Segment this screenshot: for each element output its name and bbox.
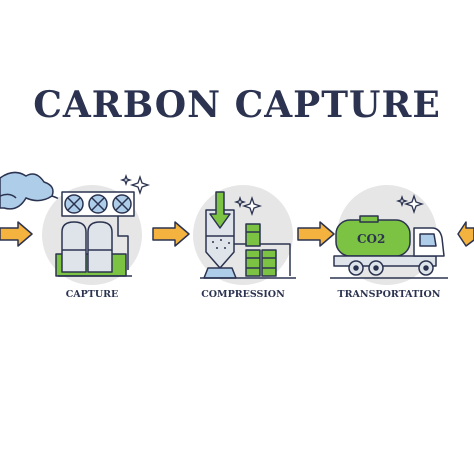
truck-tank-label: CO2 [357,232,385,246]
step-label-compression: COMPRESSION [201,289,285,300]
sparkle-icon [395,193,425,215]
diagram-title: CARBON CAPTURE [33,84,441,126]
arrow-icon [152,221,190,247]
sparkle-icon [233,195,263,217]
compression-plant-icon [200,191,296,279]
arrow-icon [0,221,33,247]
co2-truck-icon [330,215,448,279]
step-label-transportation: TRANSPORTATION [337,289,441,300]
arrow-icon [297,221,335,247]
capture-plant-icon [55,191,135,277]
exhaust-cloud-icon [0,171,61,210]
sparkle-icon [119,173,151,196]
arrow-icon [457,221,474,247]
step-label-capture: CAPTURE [65,289,119,300]
